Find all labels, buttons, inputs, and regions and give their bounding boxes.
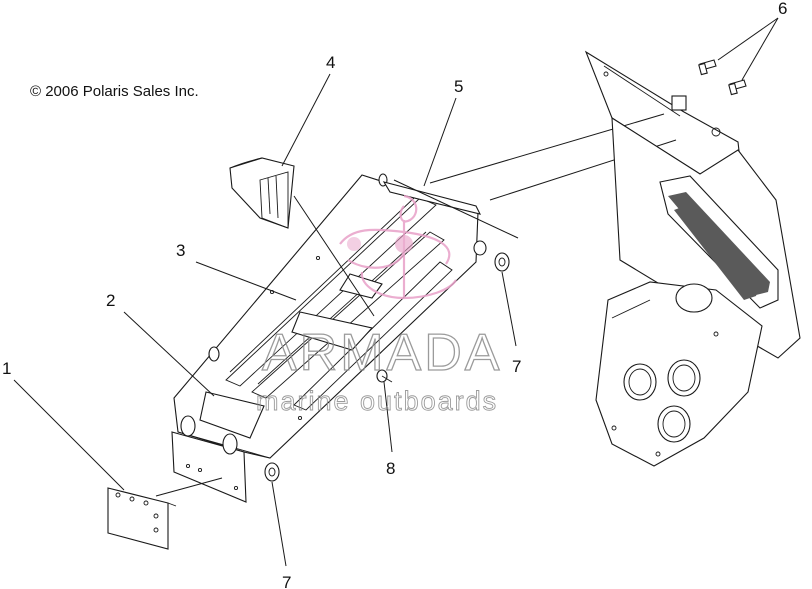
callout-5: 5: [454, 77, 463, 96]
copyright-text: © 2006 Polaris Sales Inc.: [30, 83, 199, 100]
callout-2: 2: [106, 291, 115, 310]
leader-lines: [13, 17, 779, 567]
part-4-rubber-pad: [229, 157, 295, 229]
callout-8: 8: [386, 459, 395, 478]
callout-7-lower: 7: [282, 573, 291, 589]
part-8-clip: [376, 369, 393, 383]
callout-3: 3: [176, 241, 185, 260]
callout-6: 6: [778, 0, 787, 18]
callout-1: 1: [2, 359, 11, 378]
watermark-brand: ARMADA: [262, 324, 502, 382]
watermark-logo-mark: [339, 194, 457, 300]
watermark: ARMADA marine outboards: [256, 194, 502, 416]
callout-4: 4: [326, 53, 335, 72]
watermark-tagline: marine outboards: [256, 386, 498, 416]
callout-7-upper: 7: [512, 357, 521, 376]
part-6-screws: [698, 59, 747, 96]
part-7-nuts: [264, 240, 510, 482]
rear-guard-assembly: [429, 50, 801, 467]
part-1-bracket-plate: [107, 487, 177, 550]
